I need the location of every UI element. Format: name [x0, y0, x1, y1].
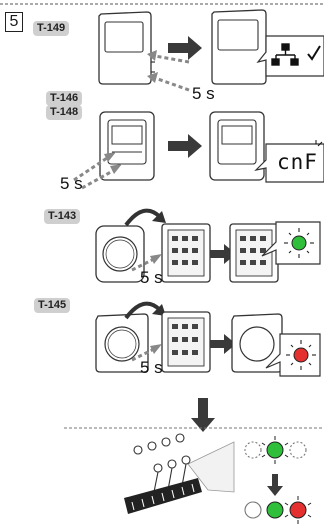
hold-time-label-t146: 5 s [60, 174, 83, 193]
controller-illustration [124, 433, 235, 514]
callout-network-bubble [256, 35, 324, 77]
led-flash-icon [315, 140, 323, 147]
display-readout: cnF [277, 150, 318, 174]
arrow-down-icon [267, 474, 283, 496]
hold-time-label-t143: 5 s [140, 268, 163, 287]
arrow-right-icon [168, 36, 202, 60]
press-arrows-t149 [147, 50, 190, 92]
press-arrows-t146 [73, 152, 122, 190]
led-green-icon [266, 441, 284, 459]
led-red-icon [293, 347, 309, 363]
arrow-down-icon [191, 398, 215, 432]
arrow-right-icon [168, 134, 202, 158]
led-row-bottom [244, 496, 312, 524]
model-tag-t146: T-146 [46, 91, 83, 106]
thermostat-t146-after [209, 111, 265, 181]
led-green-icon [291, 235, 307, 251]
thermostat-t145-after [231, 313, 283, 373]
thermostat-t149-after [211, 9, 267, 85]
thermostat-t149-before [98, 11, 155, 85]
hold-time-label-t149: 5 s [192, 84, 215, 103]
callout-green-led-bubble [261, 221, 321, 265]
led-red-icon [289, 501, 307, 519]
step-number: 5 [5, 12, 23, 32]
model-tag-t149: T-149 [33, 21, 70, 36]
thermostat-t145-back [161, 311, 211, 373]
press-arrows-t145 [131, 344, 162, 362]
thermostat-t143-front [95, 225, 145, 283]
model-tag-t145: T-145 [34, 298, 71, 313]
bottom-dashed-divider [64, 427, 324, 429]
hold-time-label-t145: 5 s [140, 358, 163, 377]
check-icon [307, 45, 321, 61]
network-icon [271, 43, 299, 66]
arrow-right-icon [210, 334, 236, 354]
thermostat-t143-back [161, 223, 211, 283]
led-sequence-panel [238, 432, 324, 527]
thermostat-t146-before [99, 111, 155, 181]
model-tag-t143: T-143 [44, 209, 81, 224]
callout-display-bubble [254, 140, 324, 183]
led-row-top [244, 436, 307, 464]
top-dashed-divider [0, 3, 324, 5]
press-arrows-t143 [131, 254, 162, 272]
callout-red-led-bubble [265, 333, 321, 377]
model-tag-t148: T-148 [46, 105, 83, 120]
curved-arrow-t143 [124, 208, 166, 227]
